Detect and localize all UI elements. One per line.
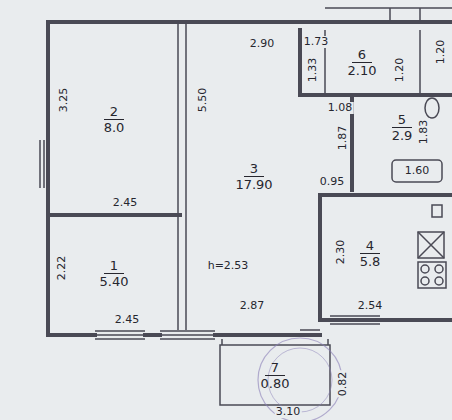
room-1: 15.40 bbox=[52, 219, 176, 329]
dimension-label: 3.10 bbox=[275, 406, 302, 418]
dimension-label: 2.22 bbox=[56, 255, 68, 282]
dimension-label: 1.33 bbox=[307, 57, 319, 84]
room-area: 0.80 bbox=[261, 376, 290, 392]
dimension-label: 2.45 bbox=[112, 197, 139, 209]
dimension-label: 1.73 bbox=[303, 36, 330, 48]
room-number: 6 bbox=[352, 47, 372, 63]
room-area: 8.0 bbox=[104, 120, 125, 136]
room-number: 3 bbox=[244, 161, 264, 177]
dimension-label: 2.90 bbox=[249, 38, 276, 50]
room-number: 2 bbox=[104, 104, 124, 120]
dimension-label: 1.08 bbox=[327, 102, 354, 114]
room-area: 5.40 bbox=[100, 274, 129, 290]
dimension-label: 2.30 bbox=[335, 239, 347, 266]
dimension-label: 1.20 bbox=[435, 39, 447, 66]
room-number: 5 bbox=[392, 112, 412, 128]
room-area: 17.90 bbox=[235, 177, 272, 193]
dimension-label: 1.60 bbox=[404, 165, 431, 177]
dimension-label: 0.82 bbox=[337, 371, 349, 398]
dimension-label: 1.83 bbox=[418, 119, 430, 146]
balcony-7: 70.80 bbox=[232, 352, 318, 400]
dimension-label: 2.87 bbox=[239, 300, 266, 312]
dimension-label: 2.45 bbox=[114, 314, 141, 326]
dimension-label: 2.54 bbox=[357, 300, 384, 312]
dimension-label: 1.20 bbox=[394, 57, 406, 84]
room-area: 2.9 bbox=[392, 128, 413, 144]
room-3: 317.90 bbox=[190, 26, 318, 328]
dimension-label: 1.87 bbox=[337, 125, 349, 152]
room-5: 52.9 bbox=[356, 99, 448, 157]
dimension-label: 3.25 bbox=[58, 87, 70, 114]
room-2: 28.0 bbox=[52, 26, 176, 213]
room-area: 2.10 bbox=[348, 63, 377, 79]
dimension-label: 0.95 bbox=[319, 176, 346, 188]
room-number: 7 bbox=[265, 360, 285, 376]
room-number: 1 bbox=[104, 258, 124, 274]
dimension-label: h=2.53 bbox=[207, 260, 250, 272]
room-number: 4 bbox=[360, 238, 380, 254]
dimension-label: 5.50 bbox=[197, 87, 209, 114]
room-area: 5.8 bbox=[360, 254, 381, 270]
